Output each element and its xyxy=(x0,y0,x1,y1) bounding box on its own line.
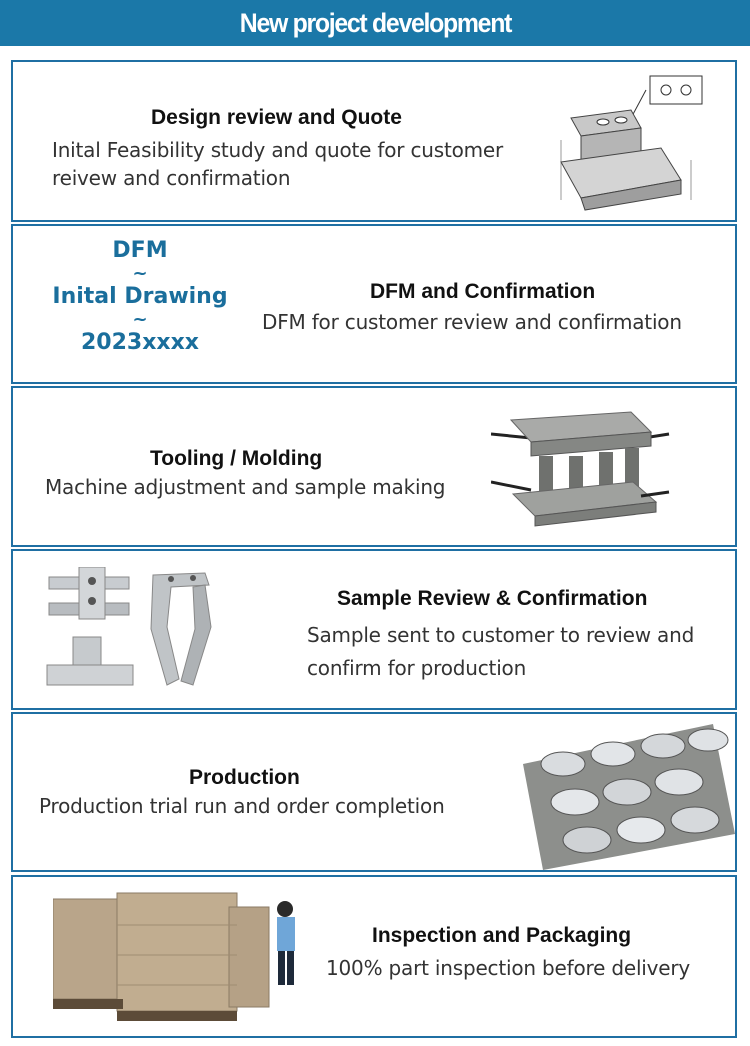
dfm-date-line: 2023xxxx xyxy=(81,330,199,355)
step-description: 100% part inspection before delivery xyxy=(326,956,691,980)
step-description: Inital Feasibility study and quote for c… xyxy=(52,138,504,190)
step-title: DFM and Confirmation xyxy=(370,280,596,303)
packaging-pallets-icon xyxy=(53,892,295,1021)
step-card-dfm: DFM ~ Inital Drawing ~ 2023xxxx DFM and … xyxy=(11,224,737,384)
dfm-drawing-label: DFM ~ Inital Drawing ~ 2023xxxx xyxy=(35,238,245,356)
step-title: Inspection and Packaging xyxy=(372,924,632,947)
dfm-drawing-line: Inital Drawing xyxy=(52,284,228,309)
step-card-production: Production Production trial run and orde… xyxy=(11,712,737,872)
header-banner: New project development xyxy=(0,0,750,46)
dfm-separator: ~ xyxy=(132,309,148,330)
step-card-design-review: Design review and Quote Inital Feasibili… xyxy=(11,60,737,222)
step-description: Machine adjustment and sample making xyxy=(45,475,446,499)
step-title: Sample Review & Confirmation xyxy=(337,587,648,610)
step-card-inspection: Inspection and Packaging 100% part inspe… xyxy=(11,875,737,1038)
step-description: Sample sent to customer to review and co… xyxy=(307,623,695,680)
production-batch-icon xyxy=(523,724,735,870)
dfm-separator: ~ xyxy=(132,263,148,284)
step-title: Tooling / Molding xyxy=(150,447,323,470)
bracket-drawing-icon xyxy=(560,75,703,211)
step-card-sample-review: Sample Review & Confirmation Sample sent… xyxy=(11,549,737,710)
step-card-tooling: Tooling / Molding Machine adjustment and… xyxy=(11,386,737,547)
step-description: DFM for customer review and confirmation xyxy=(262,310,682,334)
sample-parts-icon xyxy=(46,567,212,686)
stamping-die-icon xyxy=(491,411,670,527)
step-title: Production xyxy=(189,766,300,789)
dfm-line: DFM xyxy=(112,238,168,263)
step-title: Design review and Quote xyxy=(151,106,402,129)
step-description: Production trial run and order completio… xyxy=(39,794,445,818)
page-title: New project development xyxy=(239,7,512,38)
